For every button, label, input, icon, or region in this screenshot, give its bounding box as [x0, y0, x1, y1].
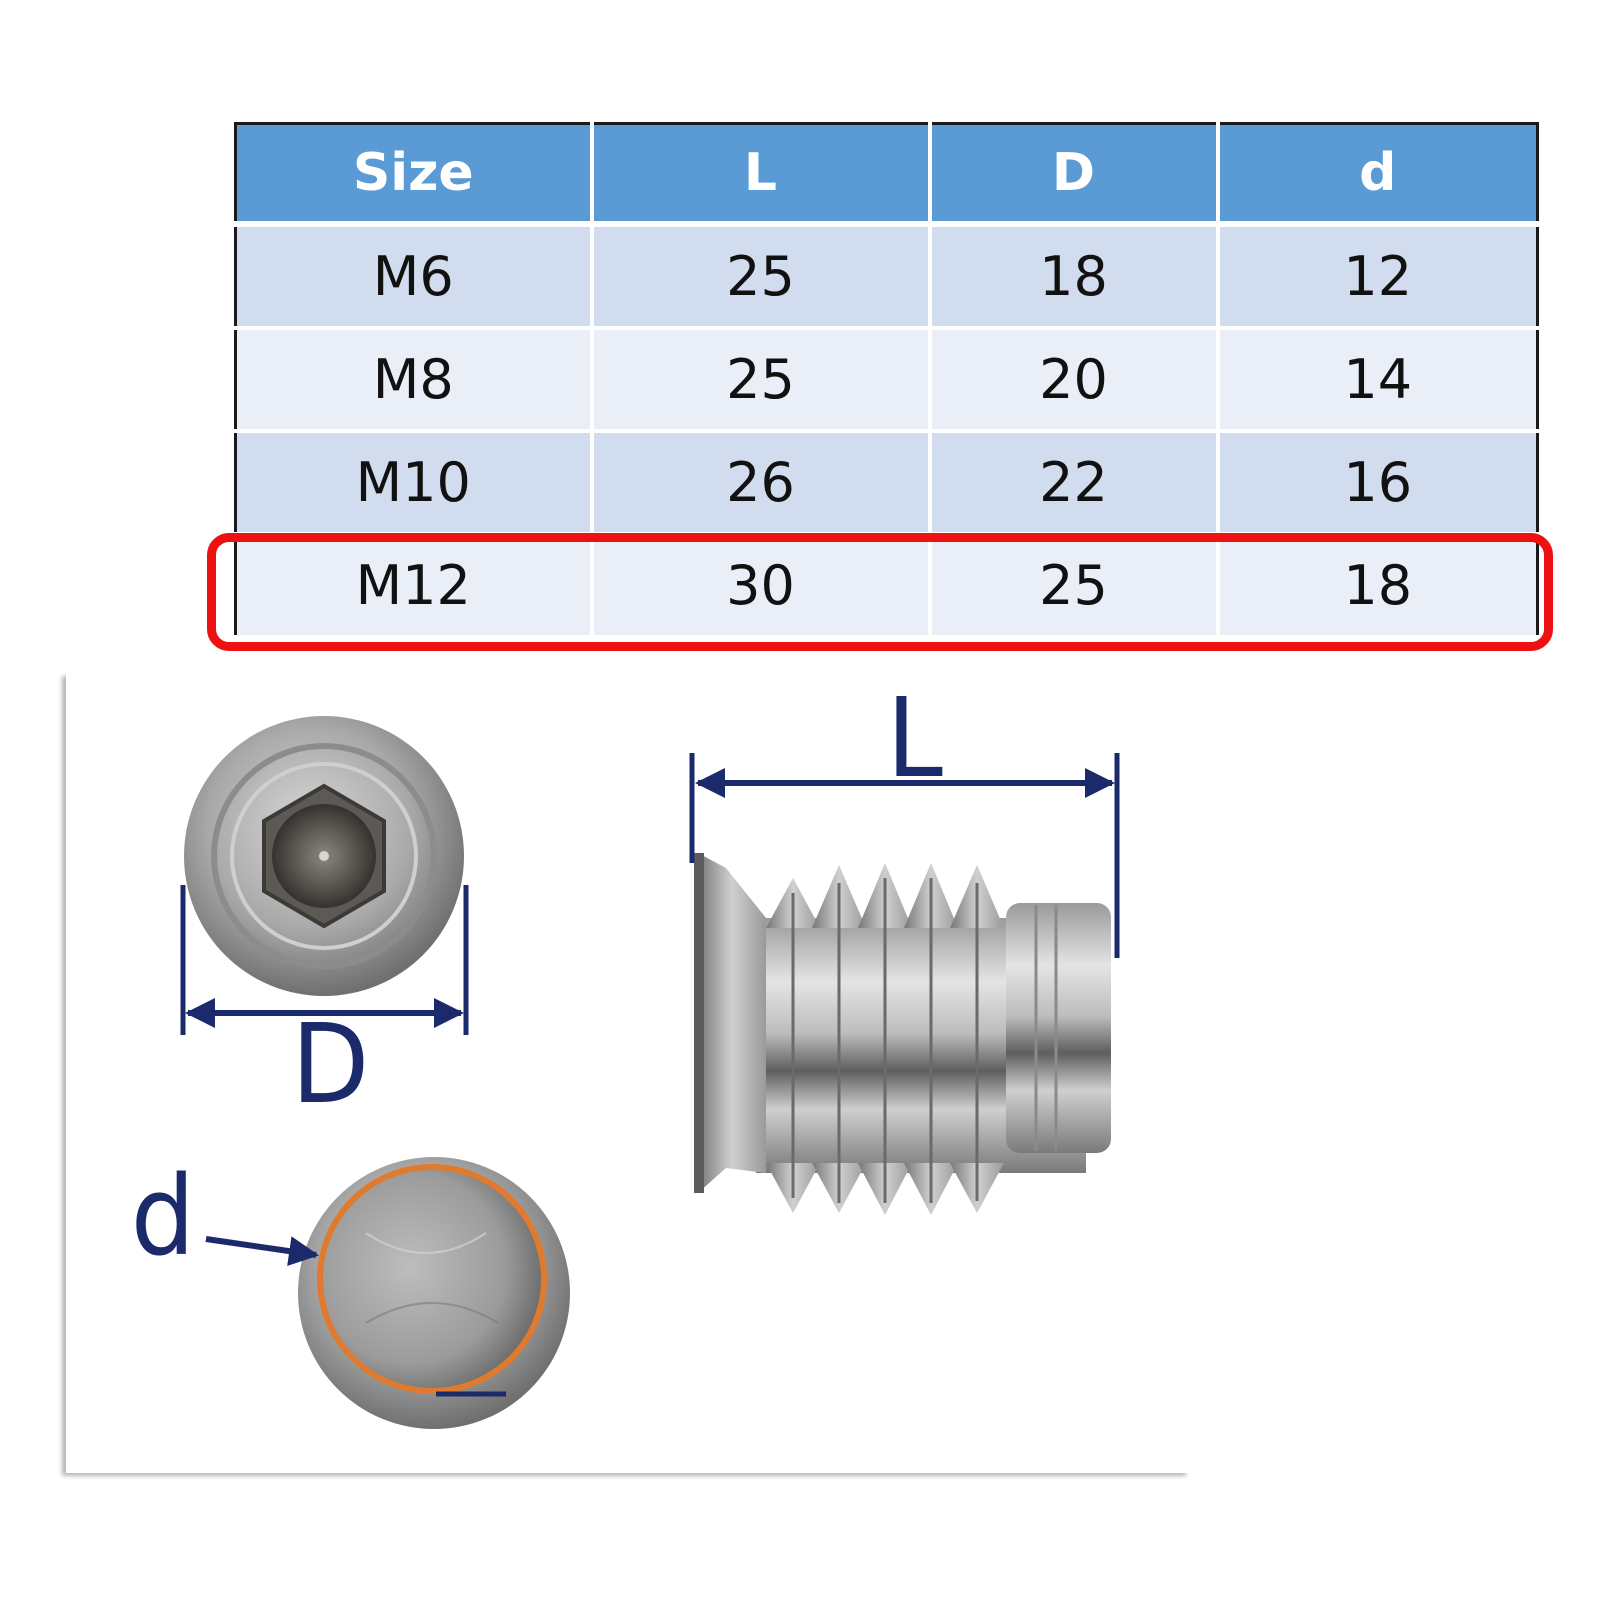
product-photo-panel: L D d: [66, 673, 1190, 1473]
side-view-insert: [694, 853, 1111, 1215]
label-inner-diameter: d: [130, 1152, 196, 1280]
cell-inner-diameter: 18: [1217, 534, 1538, 639]
cell-length: 26: [591, 431, 932, 536]
bottom-view-insert: [298, 1157, 570, 1429]
header-length: L: [591, 123, 932, 227]
cell-size: M12: [235, 534, 594, 639]
header-size: Size: [235, 123, 594, 227]
cell-length: 30: [591, 534, 932, 639]
cell-outer-diameter: 20: [929, 328, 1220, 433]
top-view-insert: [184, 716, 464, 996]
label-outer-diameter: D: [291, 1000, 370, 1128]
table-row: M8 25 20 14: [235, 328, 1538, 433]
cell-outer-diameter: 18: [929, 224, 1220, 330]
header-inner-diameter: d: [1217, 123, 1538, 227]
dimension-d-outer: [180, 885, 469, 1035]
table-row: M6 25 18 12: [235, 224, 1538, 330]
inner-diameter-ring: [317, 1164, 547, 1394]
cell-outer-diameter: 25: [929, 534, 1220, 639]
header-outer-diameter: D: [929, 123, 1220, 227]
cell-length: 25: [591, 328, 932, 433]
dimension-d-inner-pointer: [205, 1236, 319, 1266]
cell-length: 25: [591, 224, 932, 330]
label-length: L: [886, 674, 943, 802]
header-row: Size L D d: [235, 123, 1538, 227]
cell-inner-diameter: 14: [1217, 328, 1538, 433]
highlight-box-m12: [207, 533, 1553, 651]
cell-inner-diameter: 16: [1217, 431, 1538, 536]
cell-inner-diameter: 12: [1217, 224, 1538, 330]
cell-outer-diameter: 22: [929, 431, 1220, 536]
table-row: M10 26 22 16: [235, 431, 1538, 536]
table-row-highlighted: M12 30 25 18: [235, 534, 1538, 639]
dimension-length: [689, 753, 1120, 958]
cell-size: M10: [235, 431, 594, 536]
size-table: Size L D d M6 25 18 12 M8 25 20 14 M10 2…: [234, 122, 1539, 639]
product-illustration: [180, 716, 1120, 1429]
cell-size: M8: [235, 328, 594, 433]
cell-size: M6: [235, 224, 594, 330]
